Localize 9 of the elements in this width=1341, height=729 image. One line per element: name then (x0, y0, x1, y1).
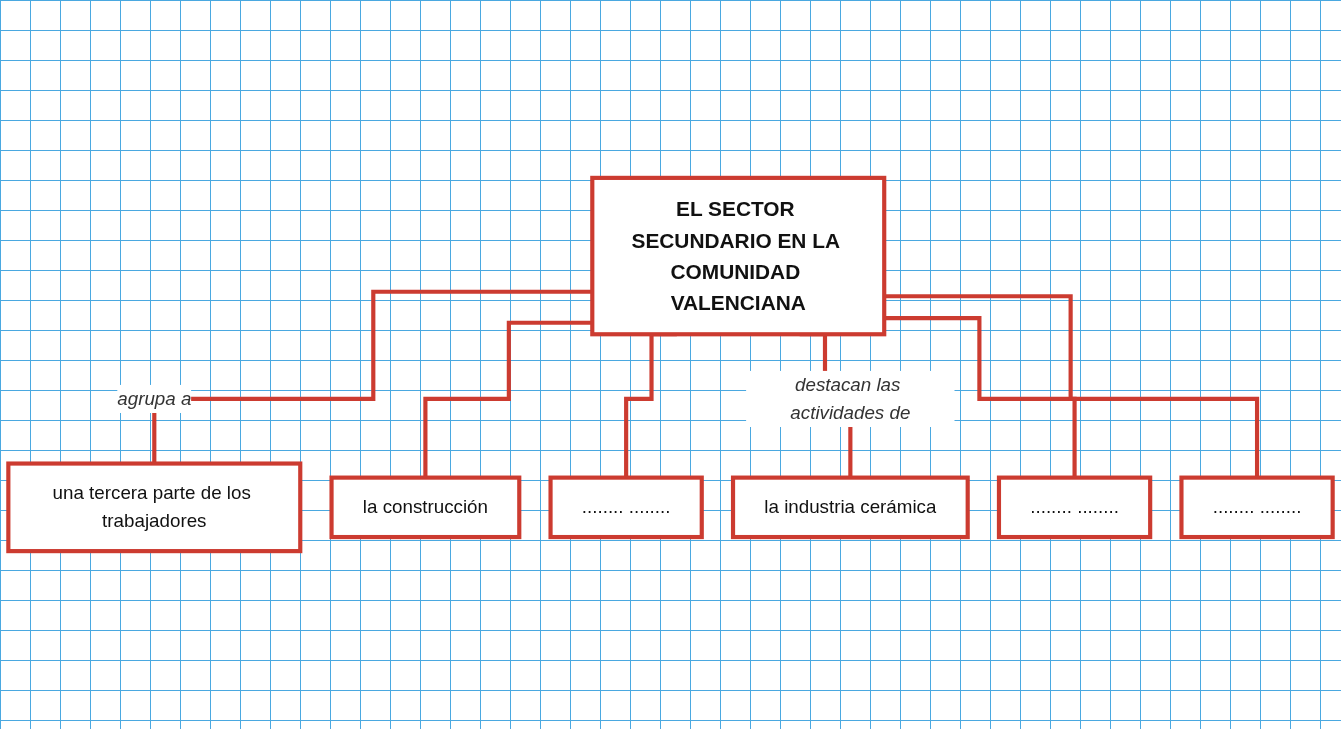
edge-label: agrupa a (117, 387, 192, 409)
node-box: ........ ........ (996, 475, 1153, 540)
node-box: una tercera parte de los trabajadores (6, 461, 303, 554)
edge-label: destacan las actividades de (790, 373, 911, 423)
node-box: ........ ........ (548, 475, 704, 540)
node-box: EL SECTOR SECUNDARIO EN LA COMUNIDAD VALENCIANA (590, 175, 887, 337)
node-box: la industria cerámica (730, 475, 970, 540)
node-box: la construcción (329, 475, 522, 540)
node-box: ........ ........ (1179, 475, 1335, 540)
